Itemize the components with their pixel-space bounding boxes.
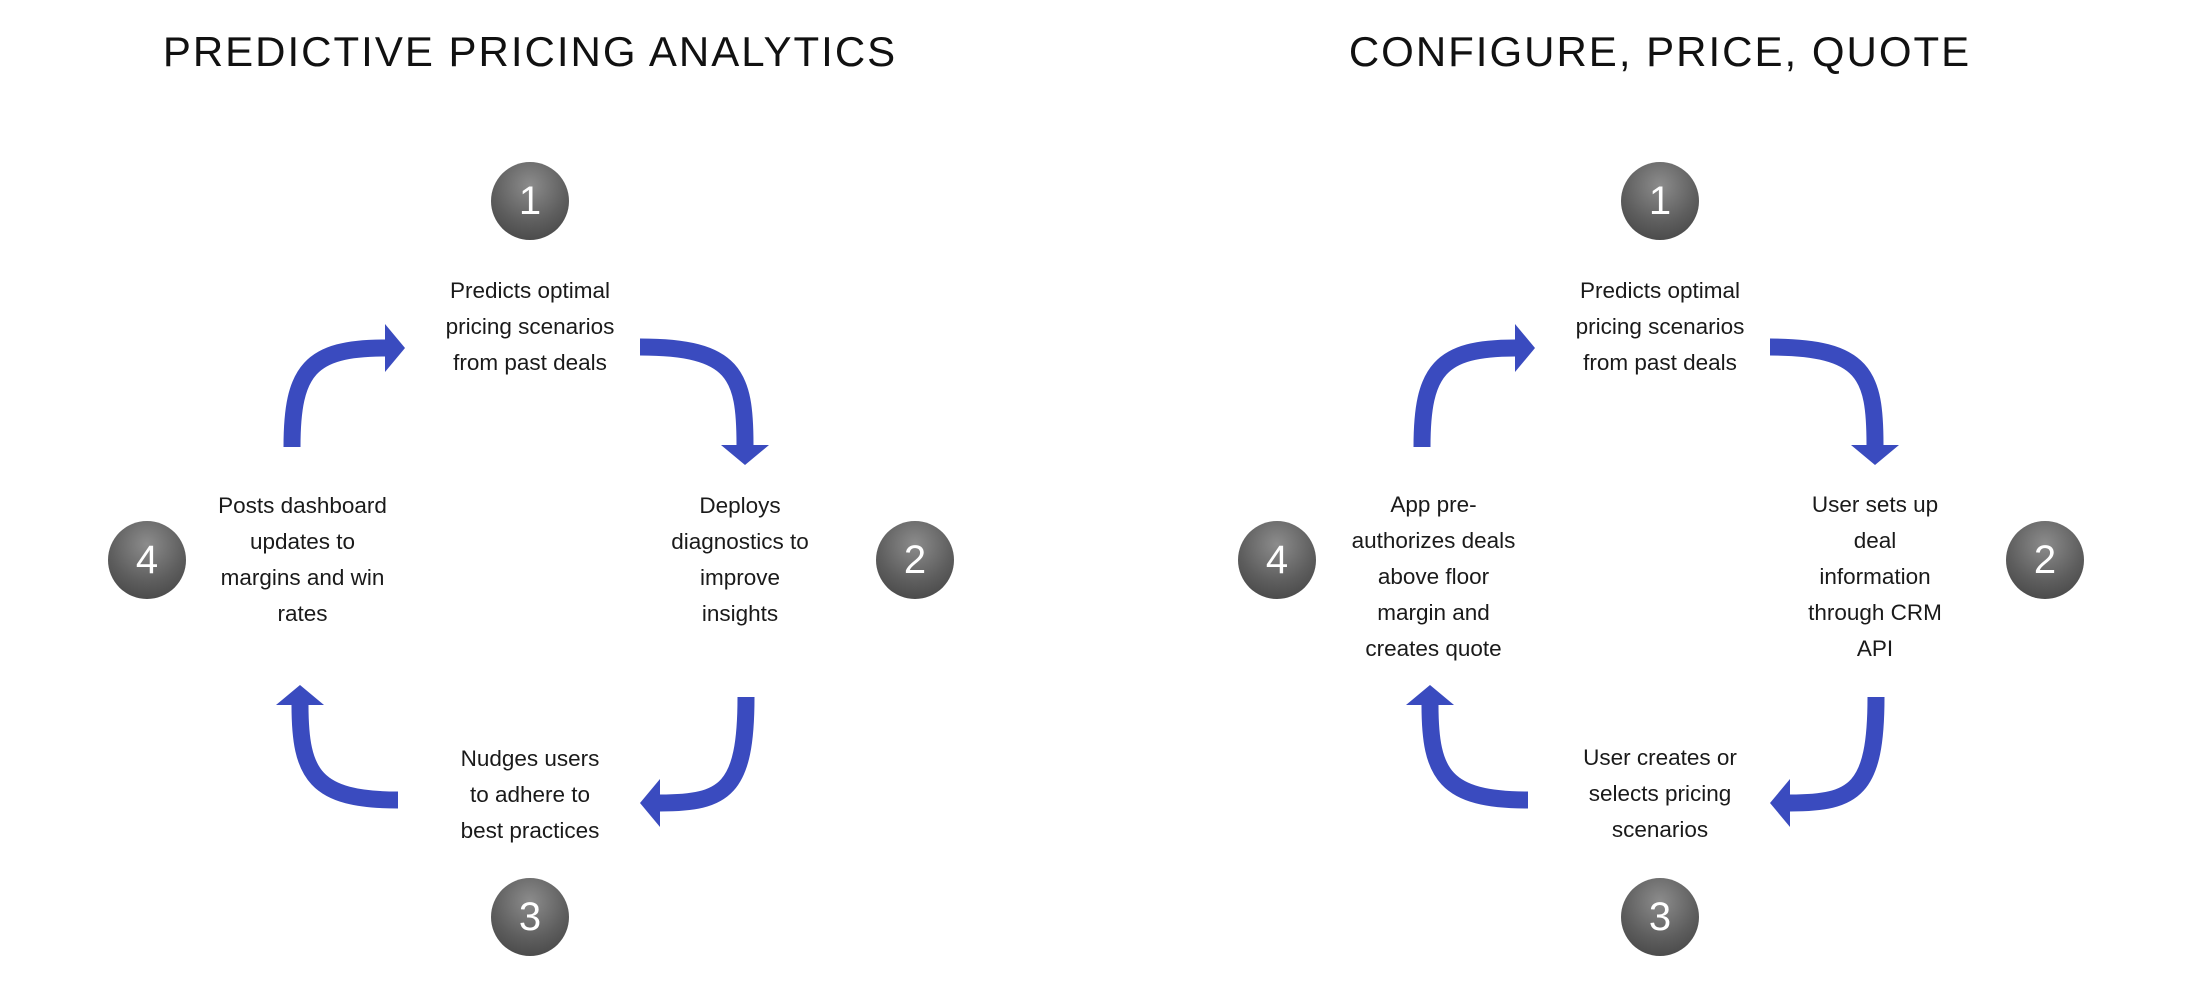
configure-price-quote-diagram: CONFIGURE, PRICE, QUOTE 1 2 3 4 Predicts… [1130,0,2196,986]
step-4-badge: 4 [108,521,186,599]
step-2-text: User sets up deal information through CR… [1808,492,1942,661]
arrow-2-to-3 [659,696,755,812]
arrow-head-2-to-3 [1770,779,1790,827]
predictive-pricing-diagram: PREDICTIVE PRICING ANALYTICS 1 2 3 4 Pre… [108,28,954,956]
arrow-head-4-to-1 [385,324,405,372]
arrow-1-to-2 [639,338,754,446]
step-1-text: Predicts optimal pricing scenarios from … [445,278,615,375]
arrow-3-to-4 [291,704,399,809]
step-1-badge: 1 [491,162,569,240]
step-3-text: User creates or selects pricing scenario… [1583,745,1737,842]
step-4-text: App pre- authorizes deals above floor ma… [1351,492,1516,661]
diagram-title: CONFIGURE, PRICE, QUOTE [1348,28,1972,75]
diagram-title: PREDICTIVE PRICING ANALYTICS [162,28,898,75]
step-2-badge: 2 [2006,521,2084,599]
arrow-4-to-1 [1413,339,1516,448]
arrow-head-1-to-2 [721,445,769,465]
arrow-head-3-to-4 [1406,685,1454,705]
step-4-badge: 4 [1238,521,1316,599]
step-1-badge: 1 [1621,162,1699,240]
arrow-2-to-3 [1789,696,1885,812]
arrow-4-to-1 [283,339,386,448]
arrow-1-to-2 [1769,338,1884,446]
step-4-text: Posts dashboard updates to margins and w… [218,493,387,626]
step-3-badge: 3 [1621,878,1699,956]
step-2-text: Deploys diagnostics to improve insights [671,493,809,626]
cycle-arrows [276,324,769,827]
arrow-head-4-to-1 [1515,324,1535,372]
cycle-arrows [1406,324,1899,827]
arrow-3-to-4 [1421,704,1529,809]
step-1-text: Predicts optimal pricing scenarios from … [1575,278,1745,375]
arrow-head-3-to-4 [276,685,324,705]
step-3-text: Nudges users to adhere to best practices [460,746,600,843]
arrow-head-1-to-2 [1851,445,1899,465]
arrow-head-2-to-3 [640,779,660,827]
step-3-badge: 3 [491,878,569,956]
step-2-badge: 2 [876,521,954,599]
